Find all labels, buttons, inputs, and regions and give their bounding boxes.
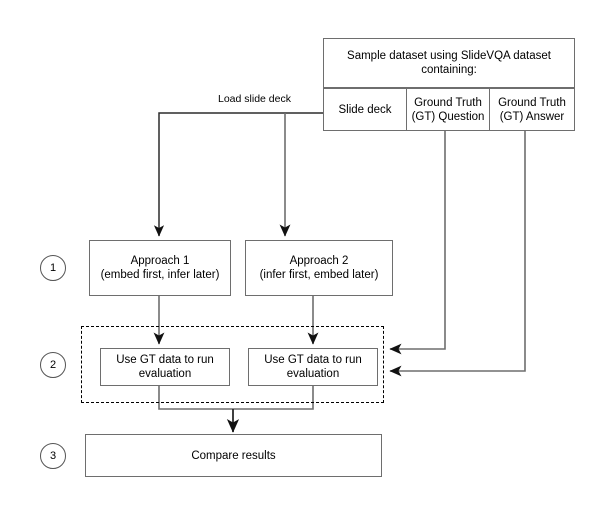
evaluation-2-label: Use GT data to run evaluation [264, 354, 362, 380]
edge-label-load-slide-deck: Load slide deck [215, 93, 294, 105]
dataset-title-box: Sample dataset using SlideVQA dataset co… [323, 38, 575, 88]
evaluation-1-box: Use GT data to run evaluation [100, 348, 230, 386]
dataset-column-gt-question-label: Ground Truth (GT) Question [411, 96, 485, 123]
dataset-column-gt-answer-label: Ground Truth (GT) Answer [498, 96, 566, 123]
edge-evaluations-merge [158, 386, 314, 410]
step-badge-1-label: 1 [49, 262, 57, 274]
evaluation-group-region [81, 326, 384, 403]
edge-label-load-slide-deck-text: Load slide deck [218, 93, 291, 105]
approach-1-box: Approach 1 (embed first, infer later) [89, 240, 231, 296]
step-badge-3: 3 [40, 443, 66, 469]
dataset-column-slide-deck-label: Slide deck [338, 103, 392, 116]
compare-results-box: Compare results [85, 434, 382, 477]
compare-results-label: Compare results [191, 449, 276, 462]
step-badge-1: 1 [40, 255, 66, 281]
dataset-title-label: Sample dataset using SlideVQA dataset co… [347, 50, 551, 76]
edge-gt-answer-to-evaluation2 [389, 131, 526, 377]
approach-1-label: Approach 1 (embed first, infer later) [100, 255, 220, 281]
step-badge-2-label: 2 [49, 359, 57, 371]
step-badge-2: 2 [40, 352, 66, 378]
dataset-column-slide-deck: Slide deck [323, 88, 407, 131]
dataset-column-gt-answer: Ground Truth (GT) Answer [489, 88, 575, 131]
step-badge-3-label: 3 [49, 450, 57, 462]
evaluation-2-box: Use GT data to run evaluation [248, 348, 378, 386]
approach-2-box: Approach 2 (infer first, embed later) [245, 240, 393, 296]
dataset-column-gt-question: Ground Truth (GT) Question [406, 88, 490, 131]
edge-gt-question-to-evaluation2 [389, 131, 446, 355]
edge-slidedeck-to-approach1 [153, 112, 323, 237]
approach-2-label: Approach 2 (infer first, embed later) [259, 255, 379, 281]
evaluation-1-label: Use GT data to run evaluation [116, 354, 214, 380]
